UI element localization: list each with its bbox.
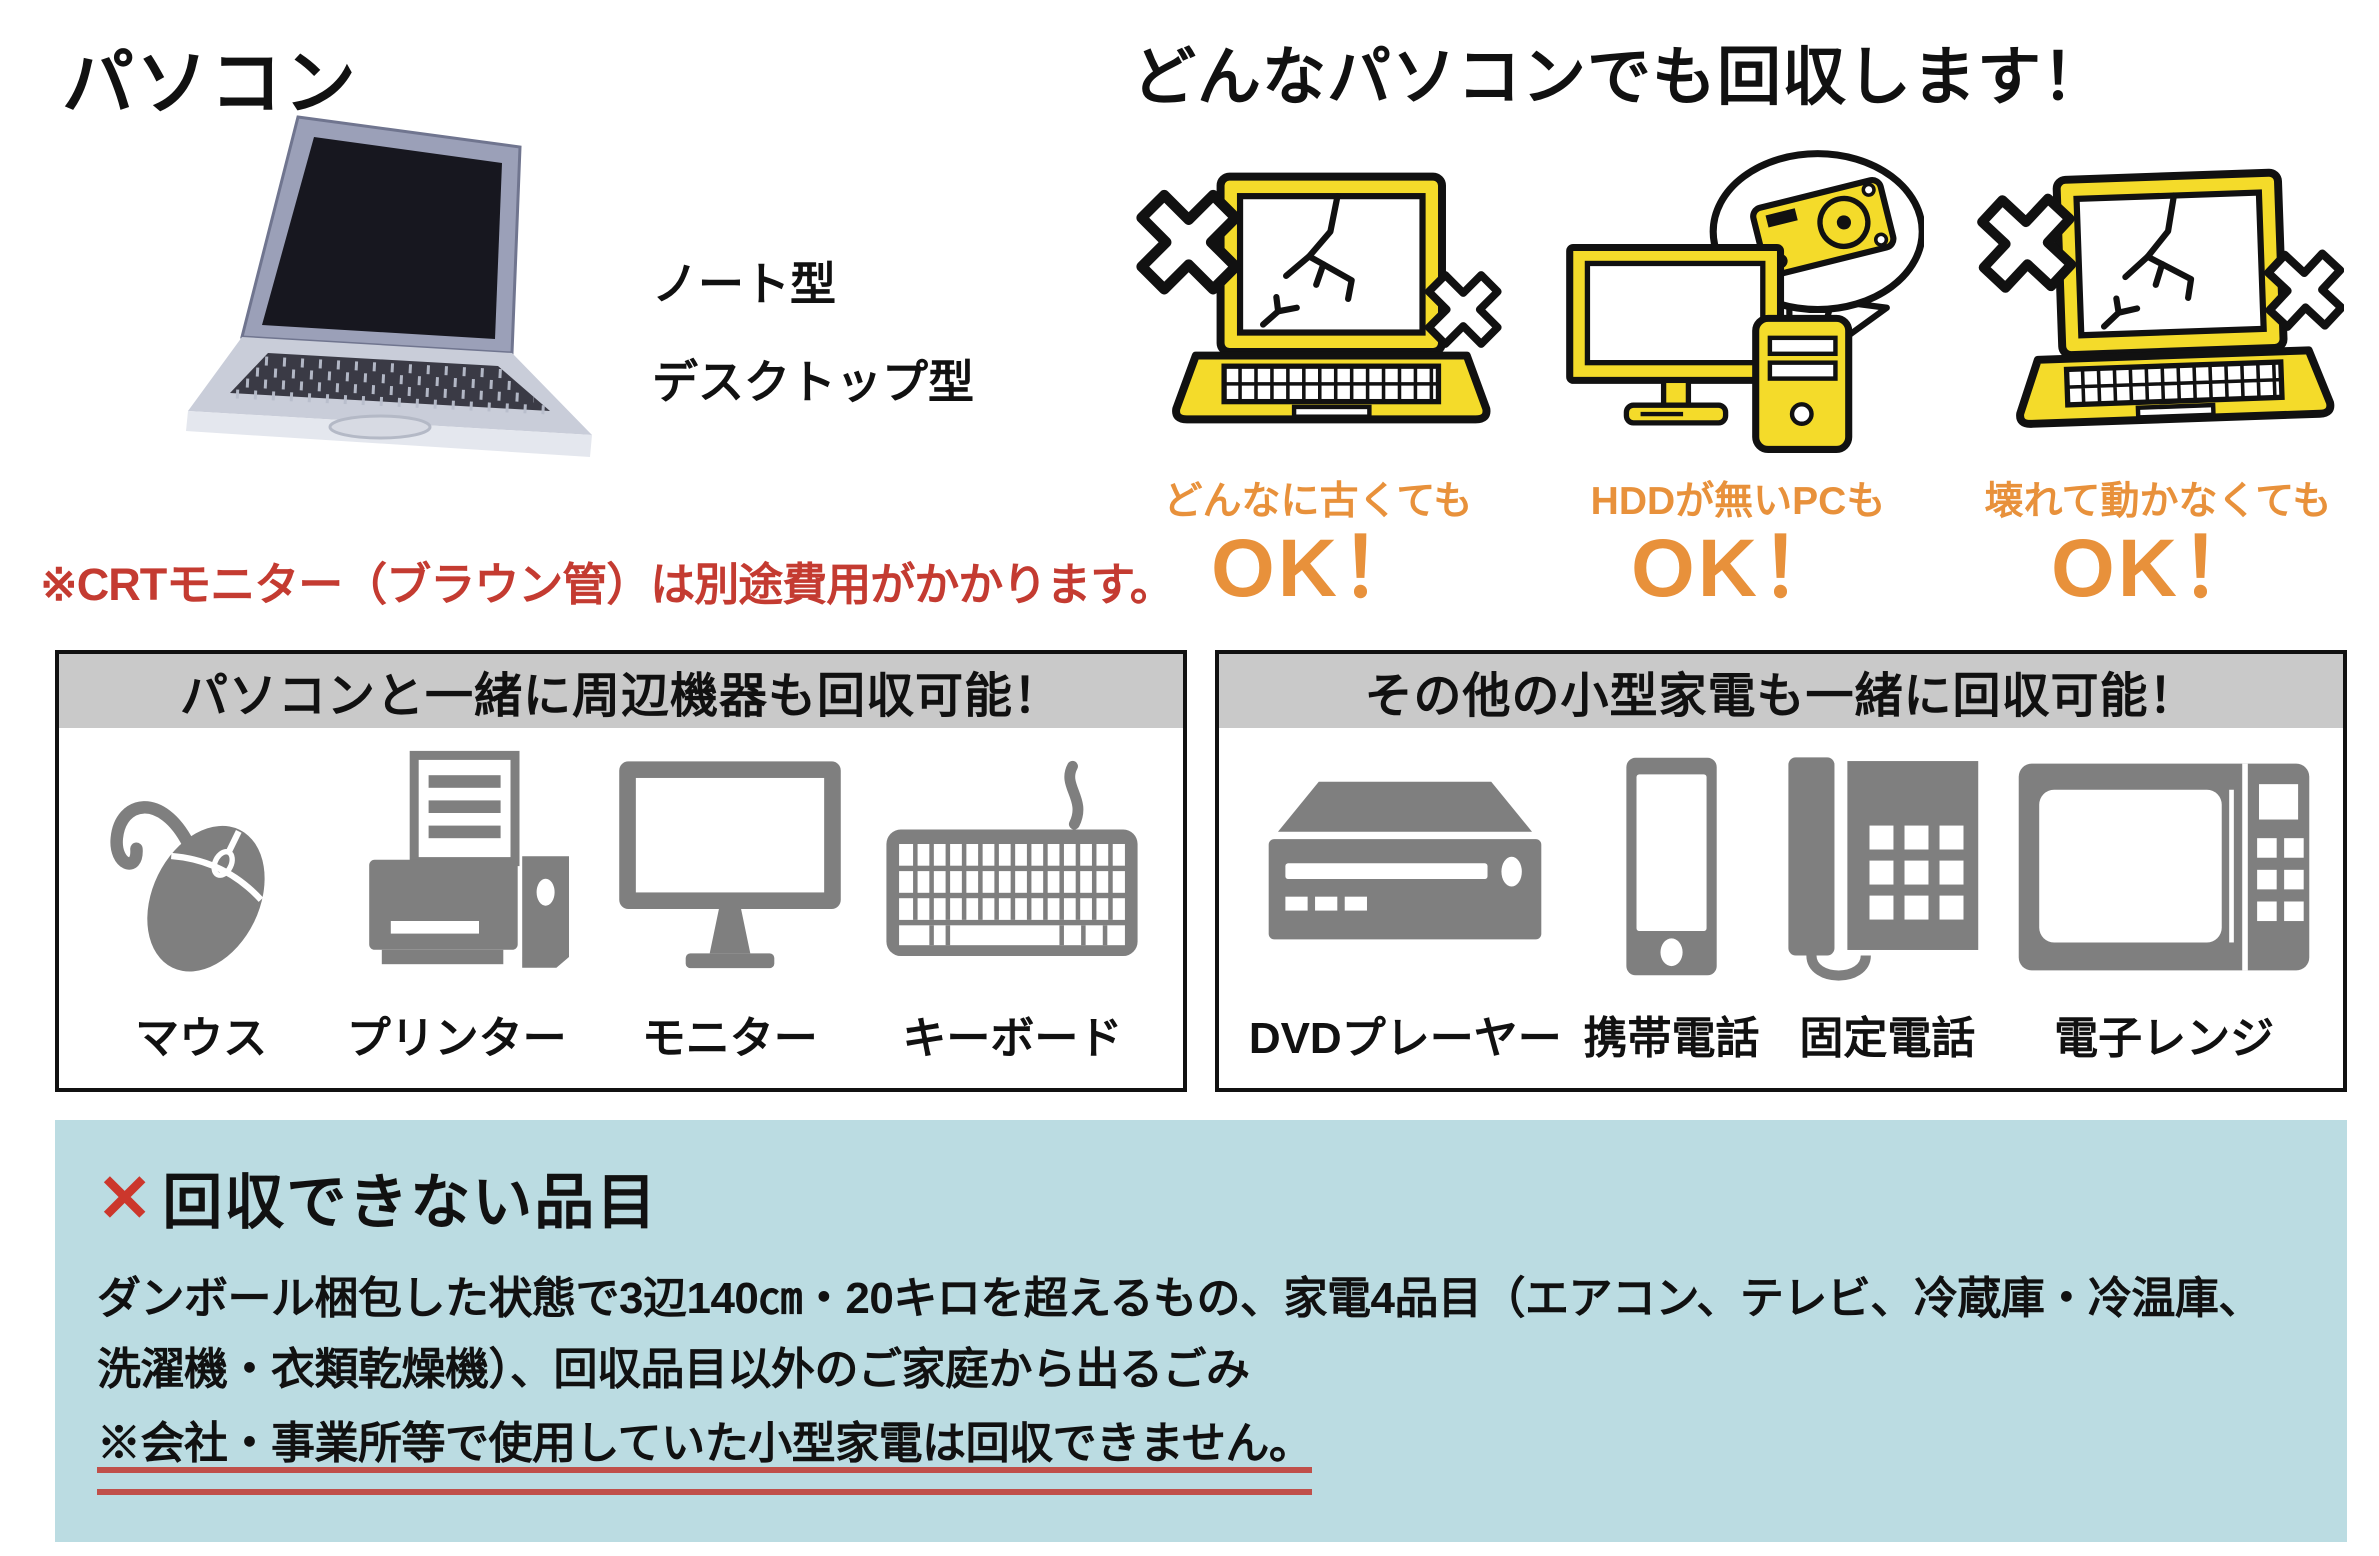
appliances-items: DVDプレーヤー 携帯電話 — [1219, 728, 2343, 1080]
desktop-type-label: デスクトップ型 — [652, 356, 974, 408]
peripherals-panel: パソコンと一緒に周辺機器も回収可能！ マウス — [55, 650, 1187, 1092]
icon-holder — [1781, 734, 1993, 1000]
mouse-icon — [110, 800, 265, 971]
item-label: 固定電話 — [1799, 1014, 1976, 1063]
broken-laptop-icon — [1977, 168, 2344, 428]
peripheral-item-mouse: マウス — [99, 734, 304, 1080]
peripherals-panel-header: パソコンと一緒に周辺機器も回収可能！ — [59, 654, 1183, 728]
ok-label: OK！ — [1210, 523, 1425, 614]
ok-item-no-hdd: HDDが無いPCも OK！ — [1528, 132, 1948, 610]
icon-holder — [99, 734, 304, 1000]
appliance-item-landline: 固定電話 — [1781, 734, 1993, 1080]
ok-label: OK！ — [2050, 523, 2265, 614]
collect-heading: どんなパソコンでも回収します！ — [1132, 41, 2107, 113]
icon-holder — [1261, 734, 1549, 1000]
page-title: パソコン — [62, 44, 359, 124]
crt-extra-fee-note: ※CRTモニター（ブラウン管）は別途費用がかかります。 — [40, 559, 1175, 610]
icon-holder — [335, 734, 578, 1000]
laptop-type-label: ノート型 — [652, 258, 836, 310]
item-label: プリンター — [346, 1014, 567, 1063]
microwave-icon — [2018, 763, 2310, 970]
printer-icon — [369, 750, 570, 968]
ok-caption: HDDが無いPCも — [1590, 480, 1886, 523]
item-label: モニター — [641, 1014, 818, 1063]
dvd-player-icon — [1268, 781, 1542, 940]
ok-caption: どんなに古くても — [1163, 480, 1473, 523]
excluded-body-text: ダンボール梱包した状態で3辺140㎝・20キロを超えるもの、家電4品目（エアコン… — [97, 1274, 2262, 1395]
appliance-item-microwave: 電子レンジ — [2015, 734, 2313, 1080]
ok-item-broken: 壊れて動かなくても OK！ — [1948, 132, 2368, 610]
appliance-item-mobile: 携帯電話 — [1584, 734, 1760, 1080]
keyboard-icon — [886, 760, 1138, 956]
excluded-heading: 回収できない品目 — [162, 1169, 659, 1236]
ok-item-old-pc: どんなに古くても OK！ — [1108, 132, 1528, 610]
mobile-phone-icon — [1625, 757, 1717, 976]
ok-items-row: どんなに古くても OK！ — [1108, 132, 2370, 610]
excluded-business-note: ※会社・事業所等で使用していた小型家電は回収できません。 — [97, 1408, 1313, 1496]
ok-caption: 壊れて動かなくても — [1984, 480, 2332, 523]
ok-label: OK！ — [1630, 523, 1845, 614]
item-label: DVDプレーヤー — [1248, 1014, 1562, 1063]
appliances-panel: その他の小型家電も一緒に回収可能！ DVDプレーヤー — [1215, 650, 2347, 1092]
laptop-photo — [186, 115, 592, 457]
icon-holder — [881, 734, 1143, 1000]
excluded-heading-row: ✕ 回収できない品目 — [97, 1154, 2305, 1241]
broken-laptop-icon — [1136, 172, 1502, 424]
item-label: マウス — [135, 1014, 268, 1063]
landline-phone-icon — [1788, 756, 1979, 980]
appliances-panel-header: その他の小型家電も一緒に回収可能！ — [1219, 654, 2343, 728]
excluded-items-box: ✕ 回収できない品目 ダンボール梱包した状態で3辺140㎝・20キロを超えるもの… — [55, 1120, 2347, 1542]
peripheral-item-printer: プリンター — [335, 734, 578, 1080]
item-label: 携帯電話 — [1583, 1014, 1760, 1063]
peripheral-item-monitor: モニター — [610, 734, 850, 1080]
red-x-icon: ✕ — [97, 1160, 153, 1235]
appliance-item-dvd: DVDプレーヤー — [1249, 734, 1562, 1080]
item-label: 電子レンジ — [2054, 1014, 2275, 1063]
peripheral-item-keyboard: キーボード — [881, 734, 1143, 1080]
icon-holder — [610, 734, 850, 1000]
icon-holder — [2015, 734, 2313, 1000]
peripherals-items: マウス プリンター — [59, 728, 1183, 1080]
desktop-pc-no-hdd-icon — [1566, 150, 1924, 453]
item-label: キーボード — [902, 1014, 1123, 1063]
monitor-icon — [619, 760, 841, 968]
icon-holder — [1619, 734, 1725, 1000]
